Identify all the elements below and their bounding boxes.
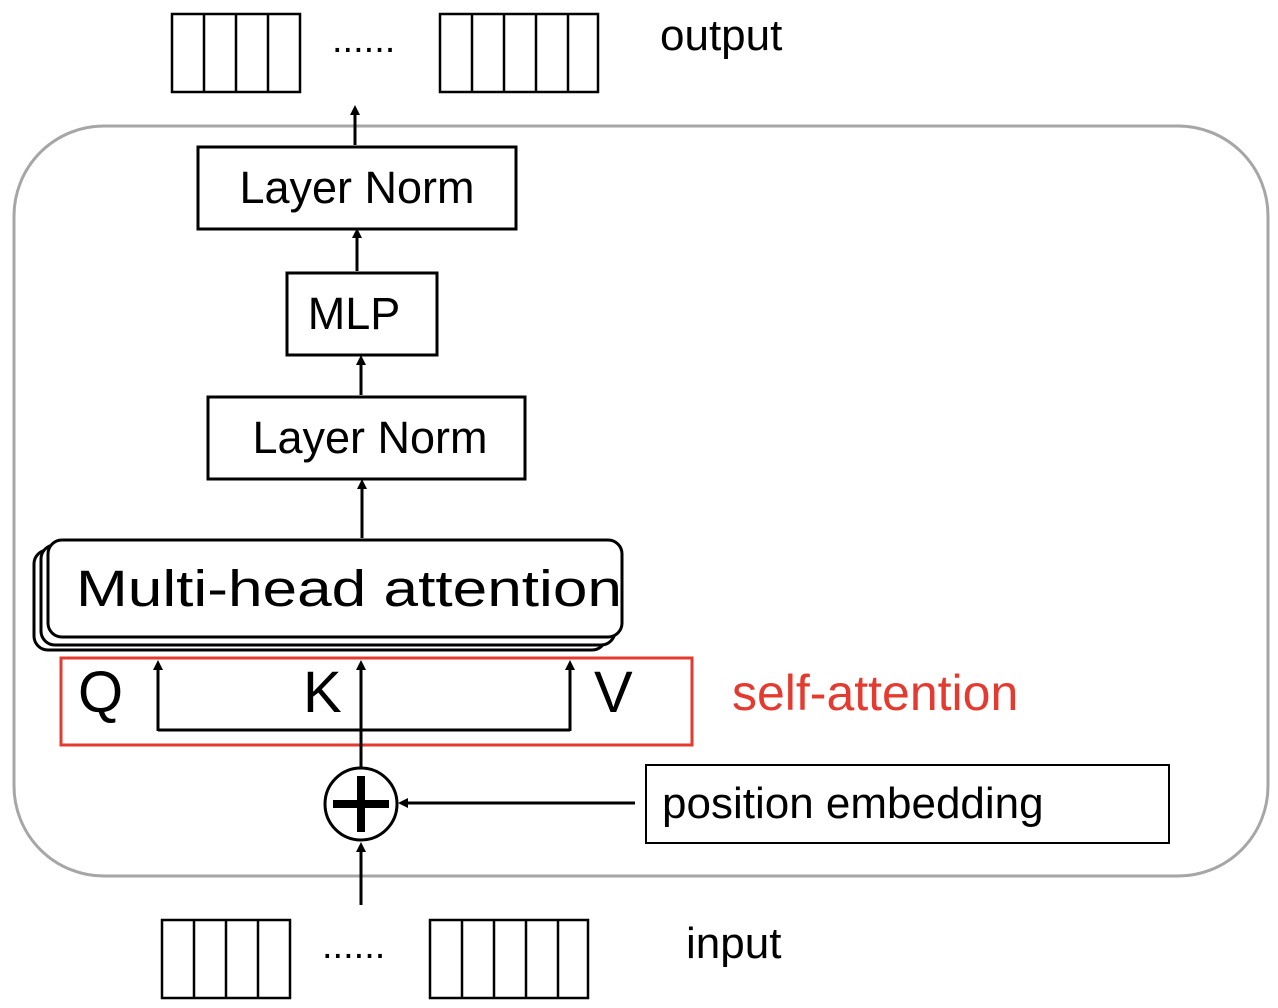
position-embedding-label: position embedding: [662, 779, 1044, 828]
position-embedding-box: [645, 764, 1170, 844]
layer-norm-bottom-label: Layer Norm: [252, 412, 487, 463]
input-token-group-left: [160, 918, 292, 1000]
layer-norm-bottom-box: [206, 395, 527, 481]
output-token-group-left: [170, 12, 302, 94]
output-ellipsis: ......: [332, 19, 395, 61]
mlp-label: MLP: [308, 288, 401, 339]
encoder-block-border: [12, 124, 1270, 878]
input-label: input: [686, 919, 781, 968]
output-label: output: [660, 11, 782, 60]
key-label: K: [303, 660, 342, 725]
mlp-box: [285, 271, 439, 357]
add-position-embedding-icon: [323, 766, 399, 842]
multi-head-attention-label: Multi-head attention: [76, 560, 622, 617]
multi-head-attention-box: [46, 538, 624, 639]
value-label: V: [594, 660, 633, 725]
output-token-group-right: [438, 12, 600, 94]
input-token-group-right: [428, 918, 590, 1000]
self-attention-box: [59, 656, 694, 747]
query-label: Q: [78, 660, 123, 725]
layer-norm-top-label: Layer Norm: [239, 162, 474, 213]
self-attention-label: self-attention: [732, 665, 1018, 721]
input-ellipsis: ......: [322, 925, 385, 967]
